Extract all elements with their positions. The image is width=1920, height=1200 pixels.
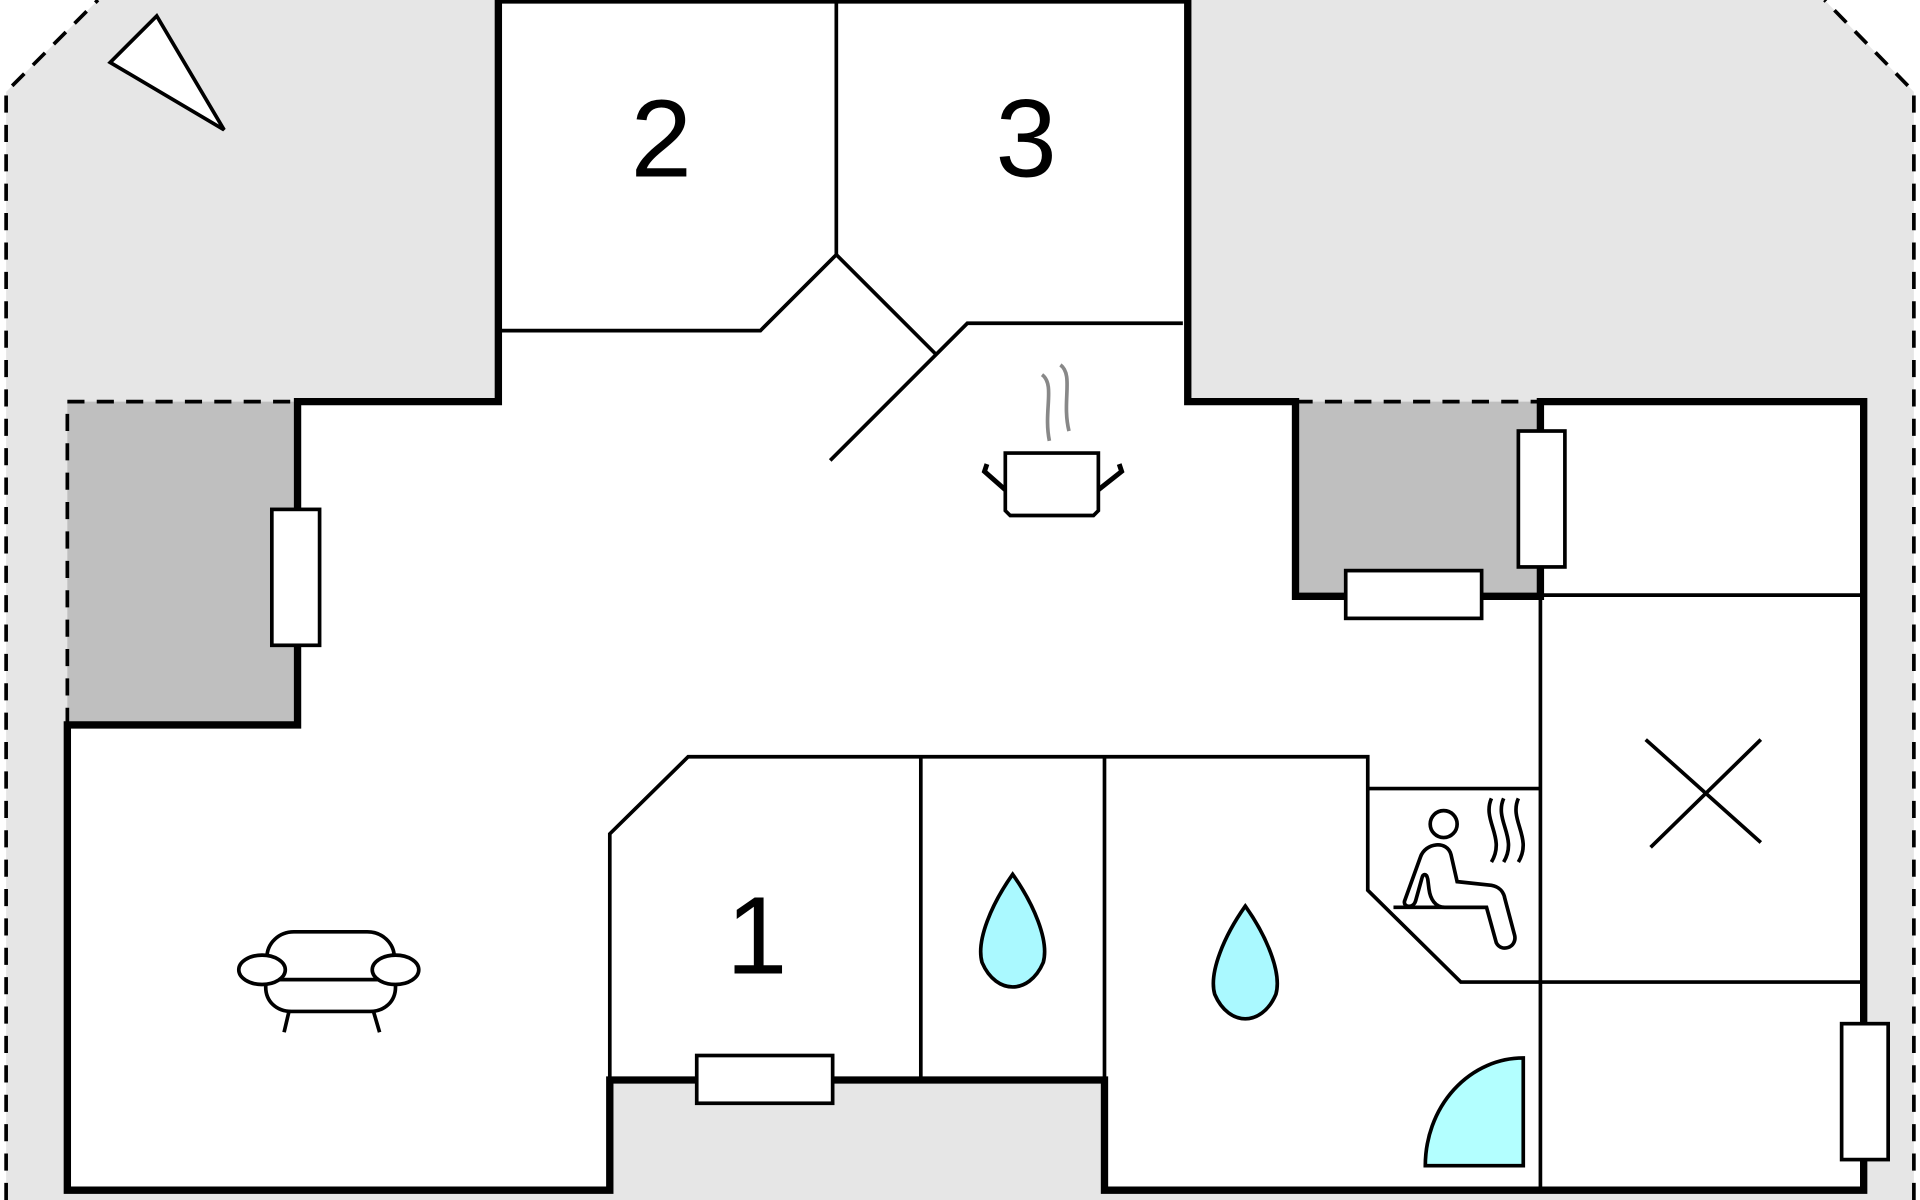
shower-icon (1423, 1056, 1526, 1168)
property-boundary (4, 0, 1916, 1200)
window-icon (694, 1053, 835, 1106)
water-drop-icon (979, 871, 1047, 989)
windows (270, 429, 1890, 1162)
balcony-right (1295, 401, 1541, 597)
window-icon (270, 507, 322, 648)
room-label-1: 1 (726, 874, 787, 997)
balcony-left (67, 401, 298, 725)
window-icon (1343, 568, 1484, 621)
cooking-pot-icon (981, 363, 1125, 518)
bed-cross-icon (1644, 738, 1763, 849)
room-label-2: 2 (631, 77, 692, 200)
sofa-icon (236, 930, 421, 1033)
sauna-icon (1393, 797, 1525, 950)
interior-walls (498, 0, 1864, 1191)
room-label-3: 3 (995, 77, 1056, 200)
window-icon (1839, 1021, 1890, 1162)
window-icon (1516, 429, 1567, 569)
water-drop-icon (1211, 902, 1279, 1021)
compass-icon (107, 12, 226, 132)
